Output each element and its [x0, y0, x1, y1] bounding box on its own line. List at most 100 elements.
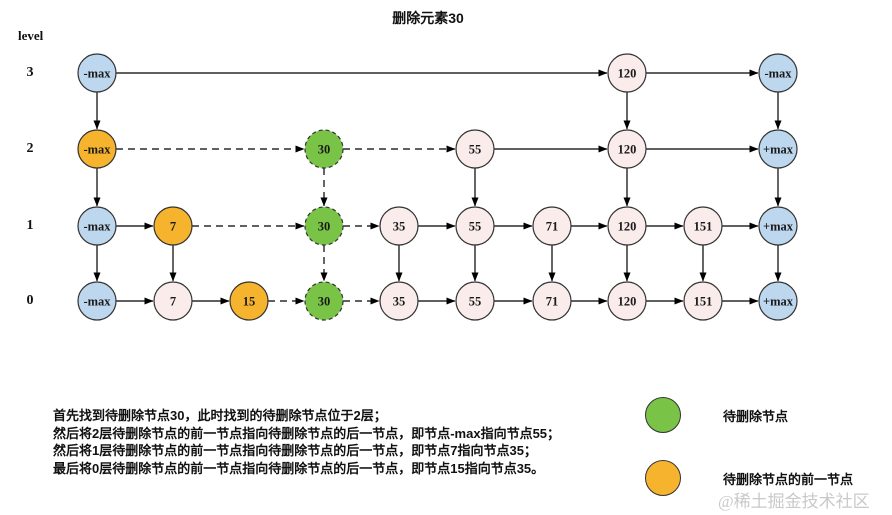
note-line-2: 然后将2层待删除节点的前一节点指向待删除节点的后一节点，即节点-max指向节点5… [53, 425, 561, 441]
orange-circle-icon [645, 460, 681, 496]
node-value: -max [83, 67, 111, 81]
node-circle [758, 129, 798, 169]
skiplist-graph: -max 120 -max -max 30 55 120 +max -max 7 30 35 55 71 1… [77, 53, 798, 321]
node-level3--max: -max [758, 53, 798, 93]
node-value: 120 [618, 295, 637, 309]
legend-label: 待删除节点 [723, 408, 789, 424]
legend: 待删除节点 待删除节点的前一节点 [645, 397, 853, 515]
node-value: 55 [469, 295, 482, 309]
node-level1-+max: +max [758, 206, 798, 246]
node-circle [683, 206, 723, 246]
node-level0-15: 15 [229, 281, 269, 321]
node-circle [77, 53, 117, 93]
level-axis-label: level [18, 28, 44, 43]
node-circle [532, 281, 572, 321]
node-circle [77, 129, 117, 169]
legend-label: 待删除节点的前一节点 [723, 471, 854, 487]
node-circle [455, 129, 495, 169]
node-circle [304, 206, 344, 246]
node-level1--max: -max [77, 206, 117, 246]
node-value: 55 [469, 220, 482, 234]
node-value: 71 [546, 295, 559, 309]
node-value: 151 [694, 295, 713, 309]
level-tick-1: 1 [26, 218, 34, 233]
edges-layer [93, 69, 782, 305]
node-value: 120 [618, 67, 637, 81]
node-level1-35: 35 [379, 206, 419, 246]
nodes-layer: -max 120 -max -max 30 55 120 +max -max 7 30 35 55 71 1… [77, 53, 798, 321]
node-circle [379, 206, 419, 246]
node-level1-71: 71 [532, 206, 572, 246]
node-value: 35 [393, 295, 406, 309]
node-level0-35: 35 [379, 281, 419, 321]
node-level2-120: 120 [607, 129, 647, 169]
node-circle [77, 206, 117, 246]
node-value: +max [763, 143, 794, 157]
node-circle [607, 206, 647, 246]
node-value: 30 [318, 143, 331, 157]
node-level0-120: 120 [607, 281, 647, 321]
node-level1-7: 7 [153, 206, 193, 246]
note-line-4: 最后将0层待删除节点的前一节点指向待删除节点的后一节点，即节点15指向节点35。 [53, 460, 545, 476]
node-level1-120: 120 [607, 206, 647, 246]
node-circle [532, 206, 572, 246]
node-value: -max [83, 220, 111, 234]
node-value: 30 [318, 295, 331, 309]
watermark: @稀土掘金技术社区 [718, 492, 870, 511]
node-level1-151: 151 [683, 206, 723, 246]
node-circle [758, 281, 798, 321]
node-circle [455, 206, 495, 246]
node-value: 30 [318, 220, 331, 234]
node-level0--max: -max [77, 281, 117, 321]
node-level2-+max: +max [758, 129, 798, 169]
node-value: 71 [546, 220, 559, 234]
node-level2-55: 55 [455, 129, 495, 169]
node-value: 120 [618, 220, 637, 234]
node-circle [758, 53, 798, 93]
node-value: 151 [694, 220, 713, 234]
note-line-1: 首先找到待删除节点30，此时找到的待删除节点位于2层； [53, 408, 387, 423]
node-value: -max [83, 295, 111, 309]
level-tick-2: 2 [26, 141, 34, 156]
node-level0-151: 151 [683, 281, 723, 321]
page-title: 删除元素30 [392, 10, 464, 26]
node-level0-55: 55 [455, 281, 495, 321]
node-value: 120 [618, 143, 637, 157]
node-circle [607, 53, 647, 93]
node-value: -max [83, 143, 111, 157]
node-level0-+max: +max [758, 281, 798, 321]
node-level2-30: 30 [304, 129, 344, 169]
node-circle [607, 281, 647, 321]
node-circle [153, 206, 193, 246]
green-circle-icon [645, 397, 681, 433]
node-circle [304, 129, 344, 169]
legend-item-delete-target: 待删除节点 [645, 397, 853, 433]
node-level3--max: -max [77, 53, 117, 93]
node-value: -max [764, 67, 792, 81]
level-tick-0: 0 [26, 293, 34, 308]
node-level1-30: 30 [304, 206, 344, 246]
level-tick-3: 3 [26, 65, 34, 80]
note-line-3: 然后将1层待删除节点的前一节点指向待删除节点的后一节点，即节点7指向节点35； [53, 443, 537, 458]
node-value: 15 [243, 295, 256, 309]
node-level2--max: -max [77, 129, 117, 169]
node-circle [758, 206, 798, 246]
node-circle [304, 281, 344, 321]
node-circle [607, 129, 647, 169]
node-circle [77, 281, 117, 321]
node-circle [229, 281, 269, 321]
legend-item-predecessor: 待删除节点的前一节点 [645, 460, 853, 496]
node-value: +max [763, 220, 794, 234]
node-value: 7 [170, 295, 176, 309]
node-value: 7 [170, 220, 176, 234]
node-circle [455, 281, 495, 321]
node-level1-55: 55 [455, 206, 495, 246]
node-level0-71: 71 [532, 281, 572, 321]
node-value: 55 [469, 143, 482, 157]
node-circle [683, 281, 723, 321]
node-circle [153, 281, 193, 321]
node-level3-120: 120 [607, 53, 647, 93]
node-value: 35 [393, 220, 406, 234]
node-level0-30: 30 [304, 281, 344, 321]
